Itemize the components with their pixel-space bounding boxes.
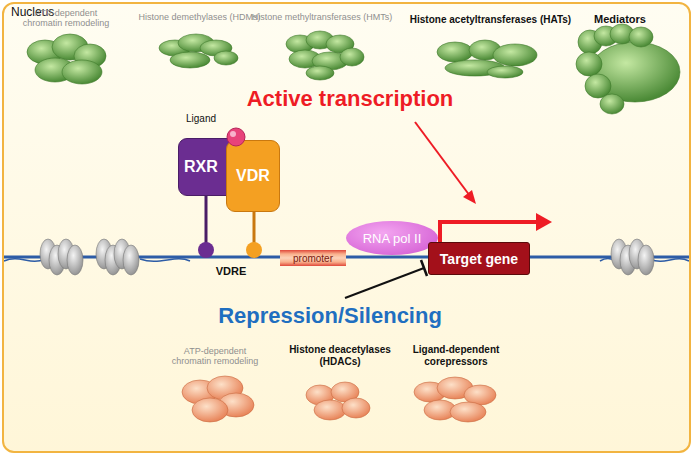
protein-blob xyxy=(170,52,210,68)
protein-blob xyxy=(600,94,624,114)
part-label: VDRE xyxy=(208,265,254,277)
protein-blob xyxy=(314,400,346,420)
protein-blob xyxy=(62,60,102,84)
nucleosome xyxy=(67,245,83,275)
protein-blob xyxy=(450,402,486,422)
protein-blob xyxy=(192,398,228,422)
complex-label: ATP-dependent chromatin remodeling xyxy=(165,346,265,367)
node-text: promoter xyxy=(293,253,333,264)
node-text: Histone acetyltransferases (HATs) xyxy=(410,14,571,25)
node-text: Histone methyltransferases (HMTs) xyxy=(252,12,393,22)
complex-label: Ligand-dependent corepressors xyxy=(400,344,512,367)
ligand-circle xyxy=(227,128,245,146)
protein-blob xyxy=(306,66,334,80)
protein-blob xyxy=(342,398,370,418)
node-text: Histone demethylases (HDMs) xyxy=(138,12,260,22)
node-text: ATP-dependent chromatin remodeling xyxy=(23,8,110,28)
nucleosome xyxy=(638,245,654,275)
protein-blob xyxy=(437,42,473,62)
complex-label: Histone deacetylases (HDACs) xyxy=(288,344,392,367)
label-text: Repression/Silencing xyxy=(218,303,442,329)
protein-blob xyxy=(340,48,364,66)
node-text: Histone deacetylases (HDACs) xyxy=(289,344,391,367)
promoter-box: promoter xyxy=(280,250,346,266)
receptor-box: VDR xyxy=(226,140,280,212)
activation-arrow xyxy=(415,122,476,204)
complex-label: Histone methyltransferases (HMTs) xyxy=(248,12,396,22)
complex-label: Histone demethylases (HDMs) xyxy=(132,12,267,22)
label-text: Ligand xyxy=(186,113,216,124)
part-label: Ligand xyxy=(186,113,226,124)
node-text: Ligand-dependent corepressors xyxy=(413,344,500,367)
nucleosomes xyxy=(40,239,654,275)
node-text: ATP-dependent chromatin remodeling xyxy=(172,346,259,366)
protein-clusters xyxy=(27,24,680,422)
protein-blob xyxy=(214,51,238,65)
repression-bar xyxy=(345,260,427,298)
node-text: VDR xyxy=(236,167,270,185)
label-text: VDRE xyxy=(216,265,247,277)
status-heading: Active transcription xyxy=(225,86,475,112)
gene-box: Target gene xyxy=(428,242,530,275)
protein-blob xyxy=(629,27,653,47)
protein-blob xyxy=(585,74,611,98)
transcription-arrow xyxy=(440,213,552,244)
node-text: Target gene xyxy=(440,251,518,267)
node-text: RNA pol II xyxy=(363,231,422,246)
protein-blob xyxy=(493,44,537,66)
complex-label: Histone acetyltransferases (HATs) xyxy=(398,14,583,26)
status-heading: Repression/Silencing xyxy=(205,303,455,329)
node-text: Mediators xyxy=(594,13,646,25)
protein-blob xyxy=(487,66,523,78)
complex-label: ATP-dependent chromatin remodeling xyxy=(18,8,114,29)
nucleosome xyxy=(123,245,139,275)
complex-label: Mediators xyxy=(585,13,655,25)
protein-blob xyxy=(576,52,602,76)
label-text: Active transcription xyxy=(247,86,454,112)
node-text: RXR xyxy=(184,158,218,176)
polymerase-ellipse: RNA pol II xyxy=(346,221,438,255)
ligand-highlight xyxy=(230,131,236,137)
